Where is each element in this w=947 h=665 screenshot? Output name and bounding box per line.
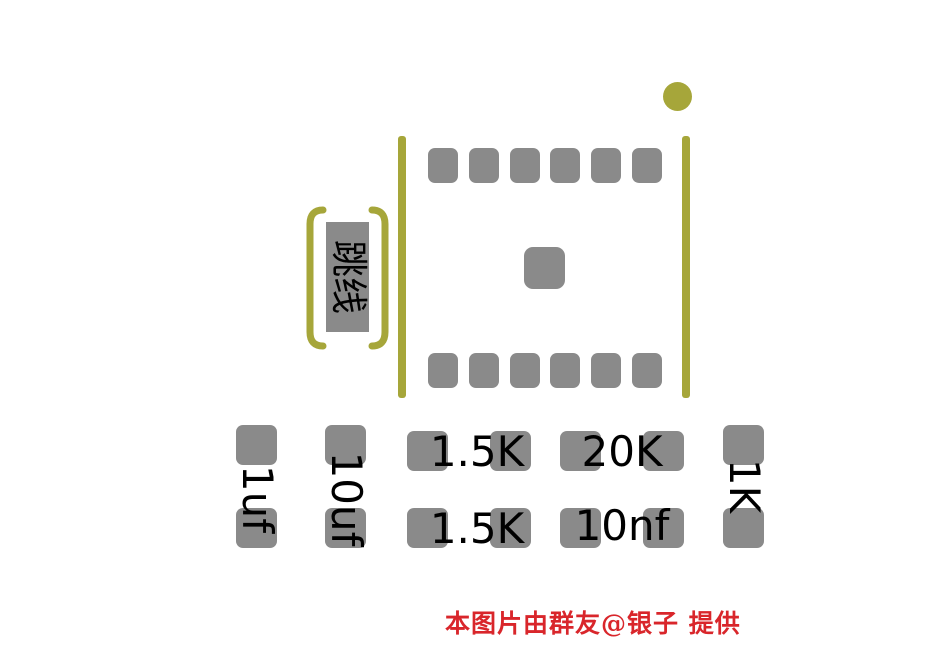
ic-pad-bottom [632, 353, 662, 388]
c2-pad-bottom [325, 508, 366, 548]
ic-pad-bottom [591, 353, 621, 388]
pin1-marker-dot [663, 82, 692, 111]
ic-thermal-pad [524, 247, 565, 289]
r2-label: 1.5K [429, 504, 525, 553]
jumper-pad-highlight [326, 222, 369, 332]
r1-pad-right [490, 431, 531, 471]
ic-outline-right [682, 136, 690, 398]
c1-pad-bottom [236, 508, 277, 548]
r2-pad-left [407, 508, 448, 548]
jumper-label: 跳线 [327, 240, 370, 314]
jumper-bracket-right [368, 206, 389, 350]
c2-label: 10uf [322, 451, 371, 547]
r3-pad-right [643, 431, 684, 471]
r4-pad-top [723, 425, 764, 465]
r1-label: 1.5K [429, 427, 525, 476]
r4-label: 1K [720, 458, 769, 514]
c1-label: 1uf [233, 464, 282, 534]
jumper-bracket-left [306, 206, 327, 350]
r2-pad-right [490, 508, 531, 548]
ic-pad-top [510, 148, 540, 183]
ic-pad-bottom [550, 353, 580, 388]
r3-label: 20K [581, 427, 663, 476]
c3-label: 10nf [574, 501, 670, 550]
ic-pad-bottom [510, 353, 540, 388]
r4-pad-bottom [723, 508, 764, 548]
credit-text: 本图片由群友@银子 提供 [445, 609, 741, 638]
ic-pad-bottom [428, 353, 458, 388]
ic-pad-top [632, 148, 662, 183]
c3-pad-right [643, 508, 684, 548]
r3-pad-left [560, 431, 601, 471]
c2-pad-top [325, 425, 366, 465]
ic-pad-top [550, 148, 580, 183]
c1-pad-top [236, 425, 277, 465]
ic-pad-bottom [469, 353, 499, 388]
ic-pad-top [469, 148, 499, 183]
r1-pad-left [407, 431, 448, 471]
ic-outline-left [398, 136, 406, 398]
c3-pad-left [560, 508, 601, 548]
ic-pad-top [591, 148, 621, 183]
ic-pad-top [428, 148, 458, 183]
